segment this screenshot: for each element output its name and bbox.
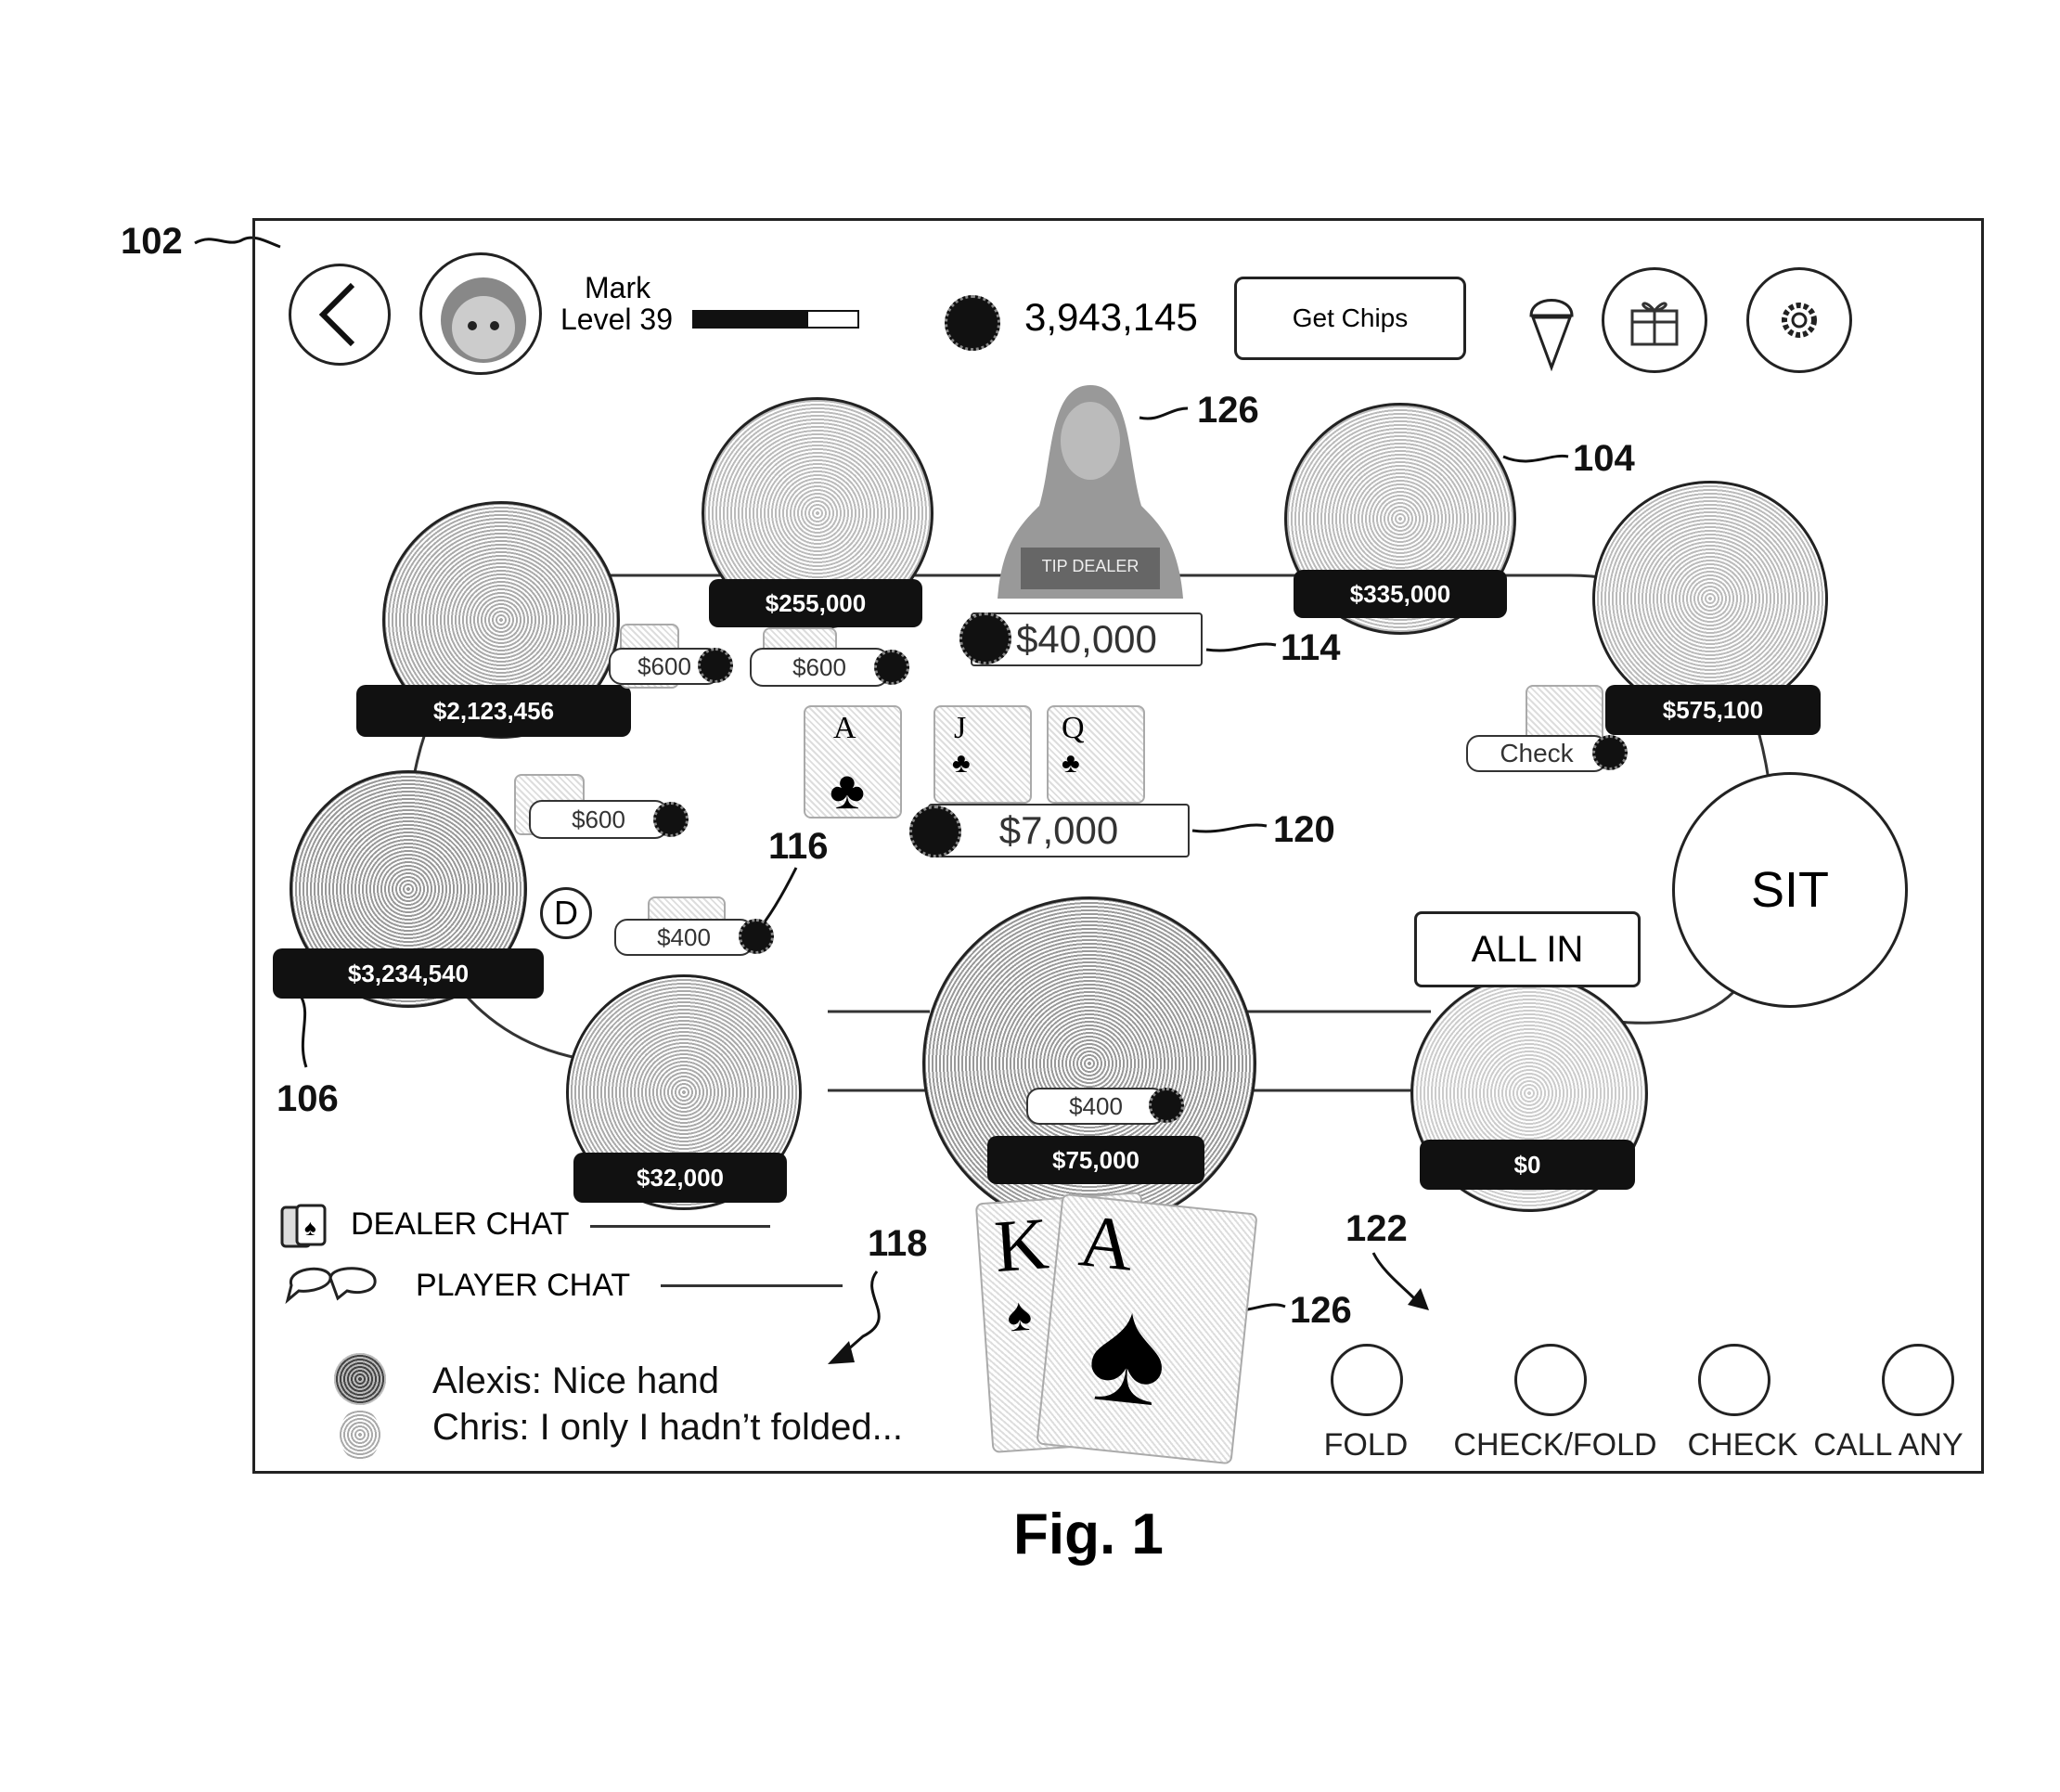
player-stack: $32,000 [573, 1153, 787, 1203]
check-radio[interactable] [1698, 1344, 1770, 1416]
chat-message: Alexis: Nice hand [432, 1360, 720, 1401]
ref-106: 106 [277, 1078, 339, 1119]
gift-icon [1630, 302, 1679, 346]
chip-balance-icon [945, 295, 1000, 351]
chevron-left-icon [318, 282, 355, 347]
ref-114: 114 [1281, 627, 1341, 668]
player-stack: $0 [1420, 1140, 1635, 1190]
check-fold-label[interactable]: CHECK/FOLD [1453, 1427, 1657, 1463]
main-pot-chip-icon [959, 612, 1011, 664]
card-suit: ♣ [830, 760, 866, 820]
fold-label[interactable]: FOLD [1323, 1427, 1409, 1463]
ref-104: 104 [1573, 438, 1635, 479]
avatar-face-icon [441, 277, 526, 363]
bet-amount: $400 [1026, 1088, 1165, 1125]
chat-message: Chris: I only I hadn’t folded... [432, 1407, 903, 1448]
card-rank: A [833, 711, 856, 745]
ref-126-cards: 126 [1290, 1290, 1352, 1331]
back-button[interactable] [289, 264, 391, 366]
card-rank: Q [1062, 711, 1085, 745]
bet-chip-icon [874, 650, 909, 685]
card-rank: J [954, 711, 967, 745]
card-rank: K [992, 1203, 1051, 1289]
ref-122: 122 [1345, 1208, 1408, 1249]
gift-button[interactable] [1602, 267, 1707, 373]
all-in-button[interactable]: ALL IN [1414, 911, 1641, 987]
user-level: Level 39 [560, 303, 673, 336]
bet-amount: $600 [750, 648, 889, 687]
bet-amount: $600 [529, 800, 668, 839]
player-stack: $335,000 [1294, 570, 1507, 618]
player-chat-underline [661, 1284, 843, 1287]
chip-balance: 3,943,145 [1024, 295, 1198, 339]
ref-120: 120 [1273, 809, 1335, 850]
cards-icon[interactable]: ♠ [278, 1202, 330, 1250]
figure-caption: Fig. 1 [1013, 1502, 1164, 1566]
side-pot: $7,000 [928, 804, 1190, 857]
player-chat-tab[interactable]: PLAYER CHAT [416, 1268, 631, 1303]
card-suit: ♠ [1080, 1264, 1177, 1437]
level-progress-bar [692, 310, 859, 329]
svg-text:♠: ♠ [304, 1216, 316, 1241]
dealer-chat-tab[interactable]: DEALER CHAT [351, 1206, 570, 1242]
player-stack: $2,123,456 [356, 685, 631, 737]
dealer-character [998, 385, 1183, 599]
bet-chip-icon [653, 802, 689, 837]
player-stack: $75,000 [987, 1136, 1204, 1184]
sit-button[interactable]: SIT [1672, 772, 1908, 1008]
side-pot-chip-icon [909, 806, 961, 857]
bet-amount: $400 [614, 919, 753, 956]
get-chips-button[interactable]: Get Chips [1234, 277, 1466, 360]
game-screen-frame [252, 218, 1984, 1474]
ref-102: 102 [121, 221, 183, 262]
card-suit: ♠ [1005, 1287, 1034, 1342]
ice-cream-icon[interactable] [1524, 288, 1579, 371]
player-stack: $3,234,540 [273, 948, 544, 999]
settings-button[interactable] [1746, 267, 1852, 373]
community-card: Q ♣ [1047, 705, 1145, 804]
bet-chip-icon [698, 648, 733, 683]
tip-dealer-label[interactable]: TIP DEALER [1041, 557, 1139, 575]
card-suit: ♣ [952, 748, 971, 779]
player-action-check: Check [1466, 735, 1607, 772]
call-any-radio[interactable] [1882, 1344, 1954, 1416]
community-card: A ♣ [804, 705, 902, 820]
ref-118: 118 [868, 1223, 928, 1264]
player-avatar-right-upper[interactable] [1592, 481, 1828, 716]
chat-avatar-alexis [334, 1353, 386, 1405]
community-card: J ♣ [933, 705, 1032, 804]
bet-chip-icon [1592, 735, 1628, 770]
check-fold-radio[interactable] [1514, 1344, 1587, 1416]
user-name: Mark [585, 271, 651, 304]
chat-avatar-chris [340, 1409, 380, 1461]
speech-bubbles-icon[interactable] [282, 1257, 384, 1306]
hole-card: A ♠ [1036, 1193, 1258, 1465]
dealer-chat-underline [590, 1225, 770, 1228]
fold-radio[interactable] [1331, 1344, 1403, 1416]
dealer-button: D [540, 887, 592, 939]
bet-chip-icon [739, 919, 774, 954]
player-stack: $575,100 [1605, 685, 1821, 735]
player-stack: $255,000 [709, 579, 922, 627]
card-suit: ♣ [1062, 748, 1080, 779]
user-avatar[interactable] [419, 252, 542, 375]
check-label[interactable]: CHECK [1687, 1427, 1798, 1463]
level-progress-fill [694, 312, 809, 327]
call-any-label[interactable]: CALL ANY [1813, 1427, 1963, 1463]
ref-116: 116 [768, 826, 829, 867]
ref-126-dealer: 126 [1197, 390, 1259, 431]
gear-icon [1782, 303, 1817, 338]
bet-chip-icon [1149, 1088, 1184, 1123]
